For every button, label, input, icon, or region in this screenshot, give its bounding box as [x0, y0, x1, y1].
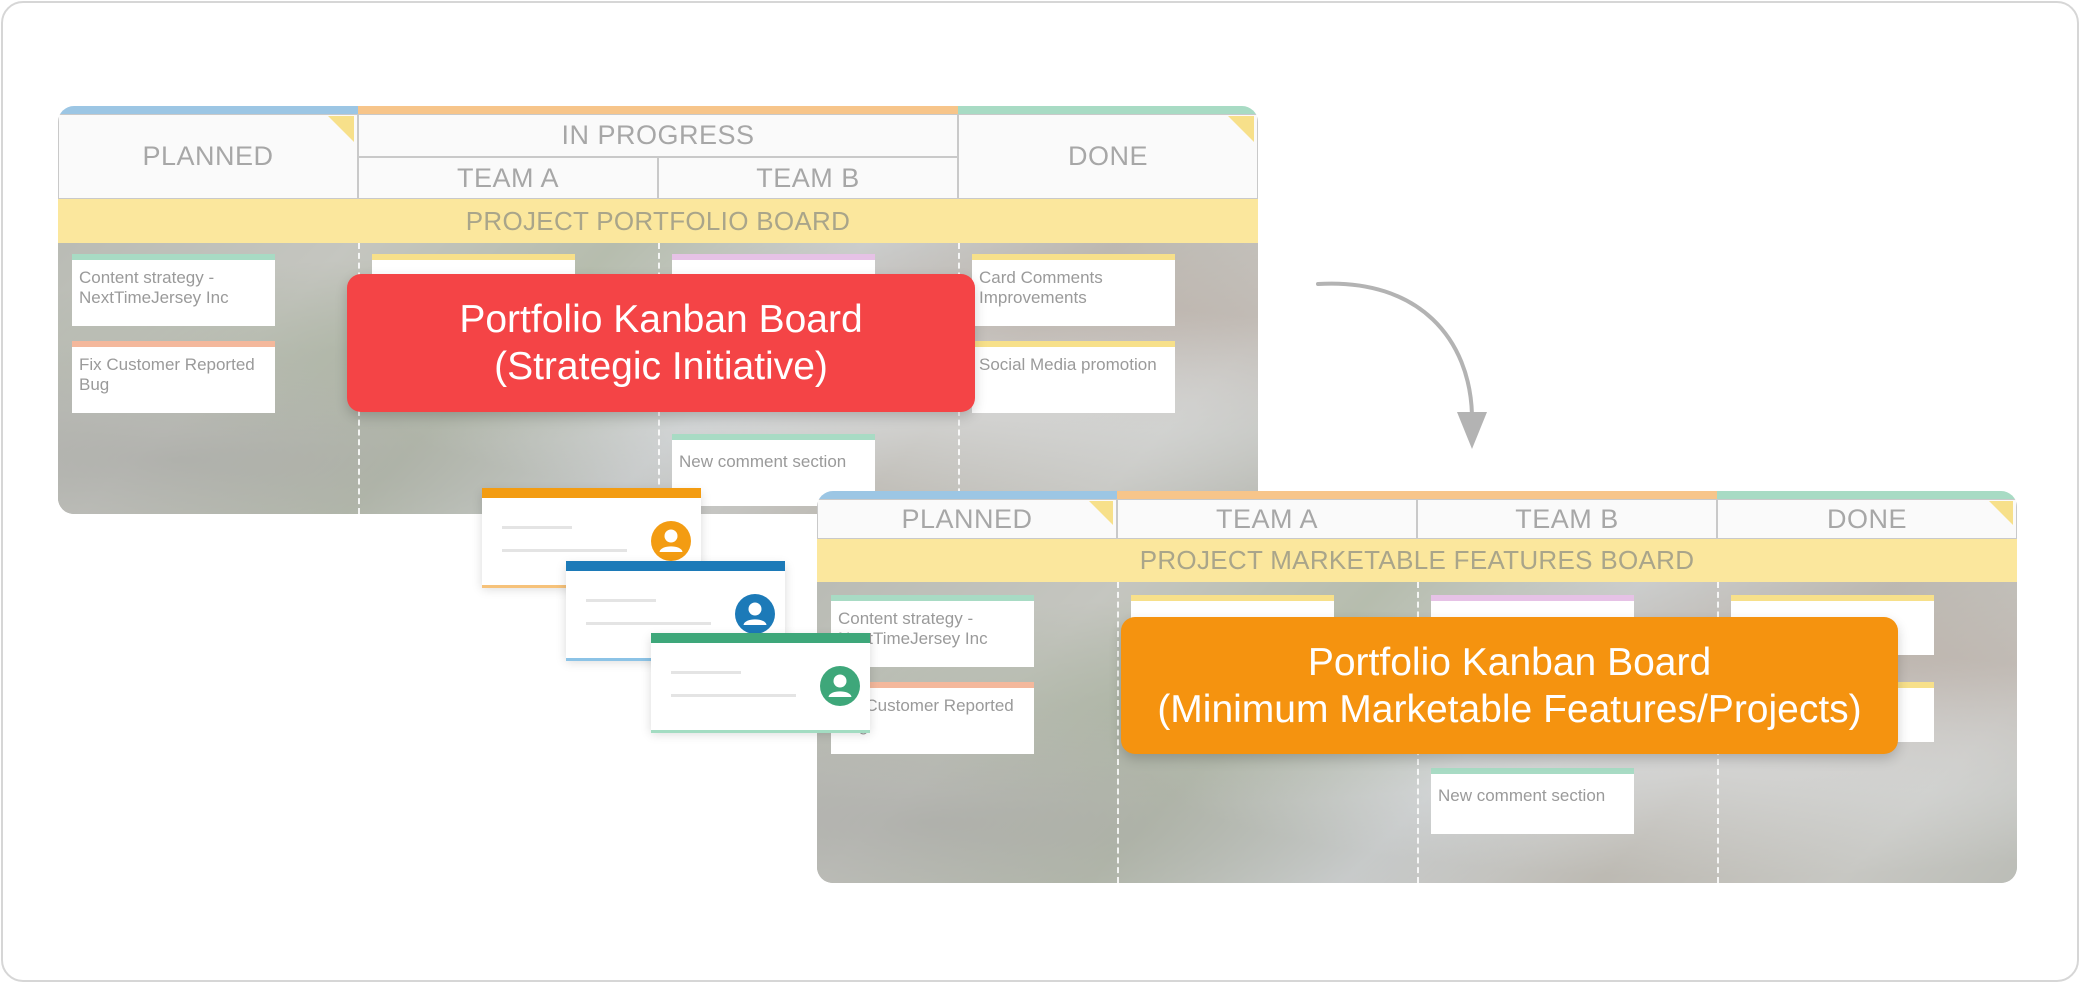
card-color-strip: [1131, 595, 1334, 601]
placeholder-line: [671, 671, 741, 674]
placeholder-line: [586, 622, 711, 625]
card-color-strip: [372, 254, 575, 260]
card-title: New comment section: [679, 452, 847, 471]
card-color-strip: [672, 254, 875, 260]
placeholder-line: [502, 549, 627, 552]
task-card[interactable]: Fix Customer Reported Bug: [72, 341, 275, 413]
column-corner-fold: [1228, 116, 1254, 142]
column-corner-fold: [1089, 501, 1113, 525]
column-label-planned: PLANNED: [142, 141, 274, 171]
column-color-bar-in-progress: [358, 106, 958, 115]
column-header-team-a: TEAM A: [358, 157, 658, 199]
person-card-strip: [651, 633, 870, 643]
column-color-bar-planned: [58, 106, 358, 115]
card-color-strip: [72, 254, 275, 260]
column-header-team-b: TEAM B: [1417, 499, 1717, 539]
person-card-strip: [566, 561, 785, 571]
card-color-strip: [831, 595, 1034, 601]
card-title: Card Comments Improvements: [979, 268, 1103, 307]
card-color-strip: [972, 254, 1175, 260]
column-label-done: DONE: [1826, 503, 1907, 534]
curved-arrow-icon: [1316, 281, 1487, 449]
person-card-strip: [482, 488, 701, 498]
banner-line-2: (Strategic Initiative): [494, 345, 828, 388]
column-color-bar-done: [1717, 491, 2017, 500]
column-corner-fold: [328, 116, 354, 142]
banner-line-1: Portfolio Kanban Board: [1307, 640, 1712, 684]
board-band-title: PROJECT PORTFOLIO BOARD: [58, 199, 1258, 243]
column-label-planned: PLANNED: [901, 503, 1033, 534]
board-band-title: PROJECT MARKETABLE FEATURES BOARD: [817, 539, 2017, 582]
card-color-strip: [672, 434, 875, 440]
card-title: New comment section: [1438, 786, 1606, 805]
column-header-team-a: TEAM A: [1117, 499, 1417, 539]
card-color-strip: [1431, 595, 1634, 601]
card-color-strip: [1431, 768, 1634, 774]
user-avatar-icon: [651, 521, 691, 561]
banner-line-1: Portfolio Kanban Board: [459, 298, 863, 341]
card-title: Content strategy - NextTimeJersey Inc: [838, 609, 988, 648]
column-label-team-a: TEAM A: [1215, 503, 1319, 534]
user-avatar-icon: [735, 594, 775, 634]
column-header-planned: PLANNED: [58, 114, 358, 199]
user-avatar-icon: [820, 666, 860, 706]
card-title: Fix Customer Reported Bug: [79, 355, 255, 394]
strategic-initiative-banner: Portfolio Kanban Board (Strategic Initia…: [347, 274, 975, 412]
column-color-bar-planned: [817, 491, 1117, 500]
column-header-done: DONE: [958, 114, 1258, 199]
column-divider: [1117, 582, 1119, 883]
person-card-green: [651, 633, 870, 733]
task-card[interactable]: Content strategy - NextTimeJersey Inc: [72, 254, 275, 326]
minimum-marketable-features-banner: Portfolio Kanban Board (Minimum Marketab…: [1121, 617, 1898, 754]
column-color-bar-done: [958, 106, 1258, 115]
board-band-label: PROJECT PORTFOLIO BOARD: [465, 205, 851, 236]
placeholder-line: [502, 526, 572, 529]
card-title: Social Media promotion: [979, 355, 1157, 374]
task-card[interactable]: Card Comments Improvements: [972, 254, 1175, 326]
column-label-in-progress: IN PROGRESS: [561, 120, 755, 150]
card-color-strip: [72, 341, 275, 347]
board-band-label: PROJECT MARKETABLE FEATURES BOARD: [1139, 545, 1695, 575]
column-header-team-b: TEAM B: [658, 157, 958, 199]
task-card[interactable]: Social Media promotion: [972, 341, 1175, 413]
placeholder-line: [671, 694, 796, 697]
column-color-bar-team-b: [1417, 491, 1717, 500]
person-card-bottom-edge: [651, 730, 870, 733]
card-color-strip: [972, 341, 1175, 347]
column-label-team-b: TEAM B: [1515, 503, 1619, 534]
column-color-bar-team-a: [1117, 491, 1417, 500]
column-label-team-a: TEAM A: [456, 162, 560, 193]
placeholder-line: [586, 599, 656, 602]
column-header-planned: PLANNED: [817, 499, 1117, 539]
banner-line-2: (Minimum Marketable Features/Projects): [1157, 687, 1862, 731]
column-header-done: DONE: [1717, 499, 2017, 539]
column-corner-fold: [1989, 501, 2013, 525]
card-color-strip: [1731, 595, 1934, 601]
card-title: Content strategy - NextTimeJersey Inc: [79, 268, 229, 307]
card-color-strip: [831, 682, 1034, 688]
task-card[interactable]: New comment section: [1431, 768, 1634, 834]
column-label-done: DONE: [1067, 141, 1148, 171]
column-header-in-progress: IN PROGRESS: [358, 114, 958, 157]
column-label-team-b: TEAM B: [756, 162, 860, 193]
